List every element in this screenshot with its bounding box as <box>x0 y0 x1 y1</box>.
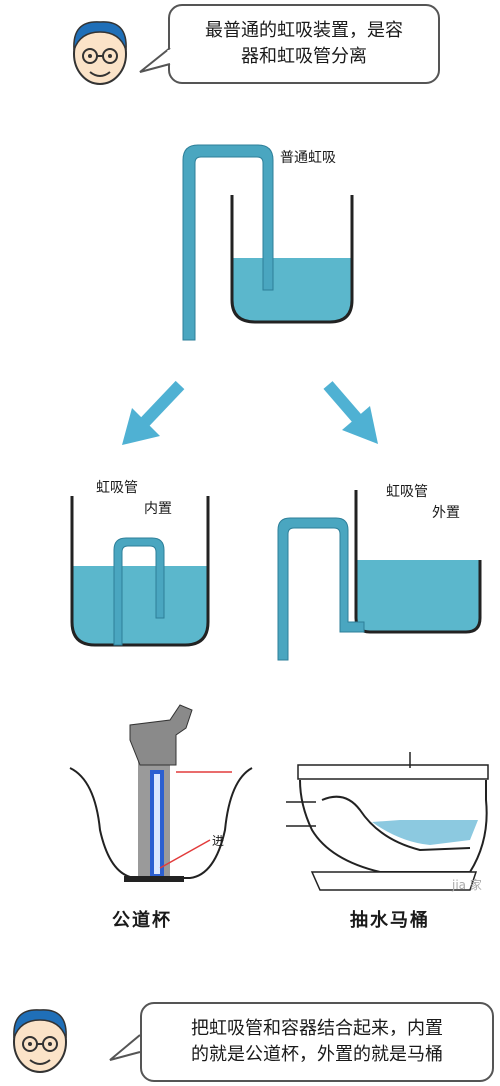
ordinary-siphon <box>182 144 354 341</box>
toilet-title: 抽水马桶 <box>350 910 430 931</box>
external-label-line1: 虹吸管 <box>386 484 428 500</box>
arrow-left <box>122 380 185 445</box>
external-siphon <box>277 490 482 661</box>
top-bubble-line1: 最普通的虹吸装置，是容 <box>205 20 403 41</box>
avatar-bottom <box>13 1009 67 1073</box>
gongdao-cup-diagram <box>69 704 253 882</box>
top-speech-bubble: 最普通的虹吸装置，是容 器和虹吸管分离 <box>168 4 440 84</box>
bottom-speech-bubble: 把虹吸管和容器结合起来，内置 的就是公道杯，外置的就是马桶 <box>140 1002 494 1082</box>
cup-title: 公道杯 <box>112 910 172 931</box>
bottom-bubble-tail <box>109 1034 141 1061</box>
top-bubble-tail <box>139 47 171 73</box>
bottom-bubble-line2: 的就是公道杯，外置的就是马桶 <box>191 1044 443 1065</box>
external-label-line2: 外置 <box>432 505 460 521</box>
top-bubble-line2: 器和虹吸管分离 <box>241 46 367 67</box>
bottom-bubble-line1: 把虹吸管和容器结合起来，内置 <box>191 1018 443 1039</box>
arrow-right <box>323 381 378 444</box>
ordinary-siphon-label: 普通虹吸 <box>280 150 336 166</box>
internal-siphon <box>70 496 210 647</box>
watermark: jia 家 <box>452 878 482 892</box>
toilet-diagram <box>286 752 489 891</box>
avatar-top <box>73 21 127 85</box>
internal-label-line1: 虹吸管 <box>96 480 138 496</box>
internal-label-line2: 内置 <box>144 501 172 517</box>
inlet-label: 进 <box>212 834 225 848</box>
